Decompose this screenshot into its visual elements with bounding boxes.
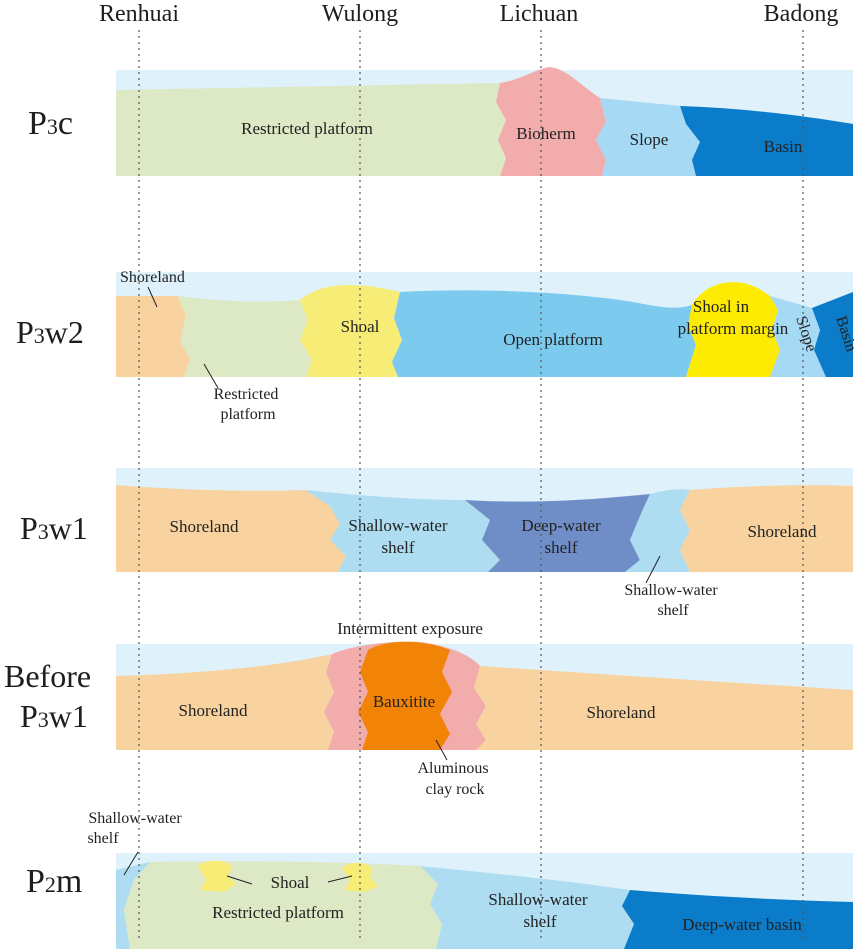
stage-label-before-line2: P3w1	[20, 698, 88, 734]
shallow-shelf-left-zone	[116, 862, 150, 949]
shoal-margin-zone	[686, 282, 780, 377]
label-restricted-platform: Restricted platform	[241, 119, 373, 138]
bioherm-zone	[496, 67, 606, 176]
slope-zone	[596, 98, 700, 176]
basin-zone	[680, 106, 853, 176]
stage-before-main: P	[20, 698, 38, 734]
label-shoreland-left: Shoreland	[179, 701, 248, 720]
label-deep-line1: Deep-water	[521, 516, 601, 535]
stage-p3w2-sub: 3	[34, 323, 45, 348]
label-intermittent-exposure: Intermittent exposure	[337, 619, 483, 638]
panel-p3c: Restricted platform Bioherm Slope Basin	[116, 67, 853, 176]
label-shallow-line1: Shallow-water	[88, 810, 182, 827]
stage-p2m-rest: m	[56, 863, 82, 900]
location-badong: Badong	[764, 1, 839, 27]
shoreland-right-zone	[680, 485, 853, 572]
label-shoal: Shoal	[341, 317, 380, 336]
label-shallow-line1: Shallow-water	[348, 516, 447, 535]
label-shallow-mid-line1: Shallow-water	[488, 890, 587, 909]
label-shoal: Shoal	[271, 873, 310, 892]
label-restricted-platform: Restricted platform	[212, 903, 344, 922]
label-open-platform: Open platform	[503, 330, 603, 349]
stage-p3w1-main: P	[20, 510, 38, 546]
stage-p2m-main: P	[26, 863, 45, 900]
basin-zone	[812, 292, 853, 377]
leader-aluminous	[435, 739, 448, 761]
slope-zone	[770, 296, 826, 377]
shallow-shelf-zone	[305, 490, 500, 572]
location-guides	[138, 30, 804, 940]
leader-shoal-right	[327, 875, 353, 883]
location-lichuan: Lichuan	[500, 1, 579, 27]
leader-shallow2	[645, 555, 661, 584]
label-shallow-line2: shelf	[381, 538, 414, 557]
panel-before-p3w1: Intermittent exposure Shoreland Bauxitit…	[116, 619, 853, 798]
stage-before-rest: w1	[49, 698, 88, 734]
stage-p3w2-main: P	[16, 314, 34, 350]
label-restricted-line2: platform	[220, 406, 276, 423]
open-platform-zone	[392, 290, 696, 377]
deep-shelf-zone	[465, 494, 650, 572]
location-headers: Renhuai Wulong Lichuan Badong	[99, 1, 838, 27]
location-wulong: Wulong	[322, 1, 398, 27]
label-shallow2-line1: Shallow-water	[624, 582, 718, 599]
label-bauxitite: Bauxitite	[373, 692, 435, 711]
label-shoal-margin-line2: platform margin	[678, 319, 789, 338]
stage-before-sub: 3	[38, 707, 49, 732]
stage-p3c-main: P	[28, 105, 47, 142]
panel-p3w2: Shoreland Restricted platform Shoal Open…	[116, 269, 858, 423]
panel-p2m: Shallow-water shelf Shoal Restricted pla…	[87, 810, 853, 949]
stage-label-p3c: P3c	[28, 105, 73, 142]
shallow-shelf-mid-zone	[420, 866, 634, 949]
label-shallow-line2: shelf	[87, 830, 119, 847]
label-shoreland-left: Shoreland	[170, 517, 239, 536]
location-renhuai: Renhuai	[99, 1, 179, 27]
label-shallow-mid-line2: shelf	[523, 912, 556, 931]
shoal-left-zone	[198, 860, 236, 892]
leader-shoreland	[147, 286, 158, 308]
stage-label-p3w2: P3w2	[16, 314, 84, 350]
panel-p3w1: Shoreland Shallow-water shelf Deep-water…	[116, 468, 853, 619]
restricted-platform-zone	[116, 83, 506, 176]
shoreland-right-zone	[474, 666, 853, 750]
shallow-shelf-right-zone	[625, 489, 690, 572]
label-shoreland-right: Shoreland	[748, 522, 817, 541]
label-aluminous-line2: clay rock	[425, 781, 484, 798]
label-shoreland: Shoreland	[120, 269, 185, 286]
label-shoal-margin-line1: Shoal in	[693, 297, 750, 316]
label-shoreland-right: Shoreland	[587, 703, 656, 722]
shoreland-left-zone	[116, 485, 346, 572]
stage-labels: P3c P3w2 P3w1 Before P3w1 P2m	[4, 105, 91, 900]
label-basin: Basin	[764, 137, 803, 156]
leader-shallow	[123, 851, 139, 876]
shoreland-left-zone	[116, 654, 334, 750]
restricted-platform-zone	[178, 296, 312, 377]
shoreland-zone	[116, 296, 190, 377]
stage-p3w1-rest: w1	[49, 510, 88, 546]
stage-label-p2m: P2m	[26, 863, 82, 900]
shoal-zone	[300, 285, 402, 377]
stage-p2m-sub: 2	[45, 872, 56, 897]
label-aluminous-line1: Aluminous	[417, 760, 488, 777]
stage-label-before-line1: Before	[4, 658, 91, 694]
stage-label-p3w1: P3w1	[20, 510, 88, 546]
stage-p3w1-sub: 3	[38, 519, 49, 544]
stage-p3c-rest: c	[58, 105, 73, 142]
label-restricted-line1: Restricted	[214, 386, 279, 403]
label-shallow2-line2: shelf	[657, 602, 689, 619]
label-bioherm: Bioherm	[516, 124, 576, 143]
label-deep-line2: shelf	[544, 538, 577, 557]
label-deep-basin: Deep-water basin	[682, 915, 802, 934]
stage-p3w2-rest: w2	[45, 314, 84, 350]
label-slope: Slope	[630, 130, 669, 149]
bauxitite-zone	[358, 641, 452, 750]
leader-shoal-left	[226, 875, 253, 885]
deep-basin-zone	[622, 890, 853, 949]
leader-restricted	[203, 363, 219, 389]
stage-p3c-sub: 3	[47, 114, 58, 139]
